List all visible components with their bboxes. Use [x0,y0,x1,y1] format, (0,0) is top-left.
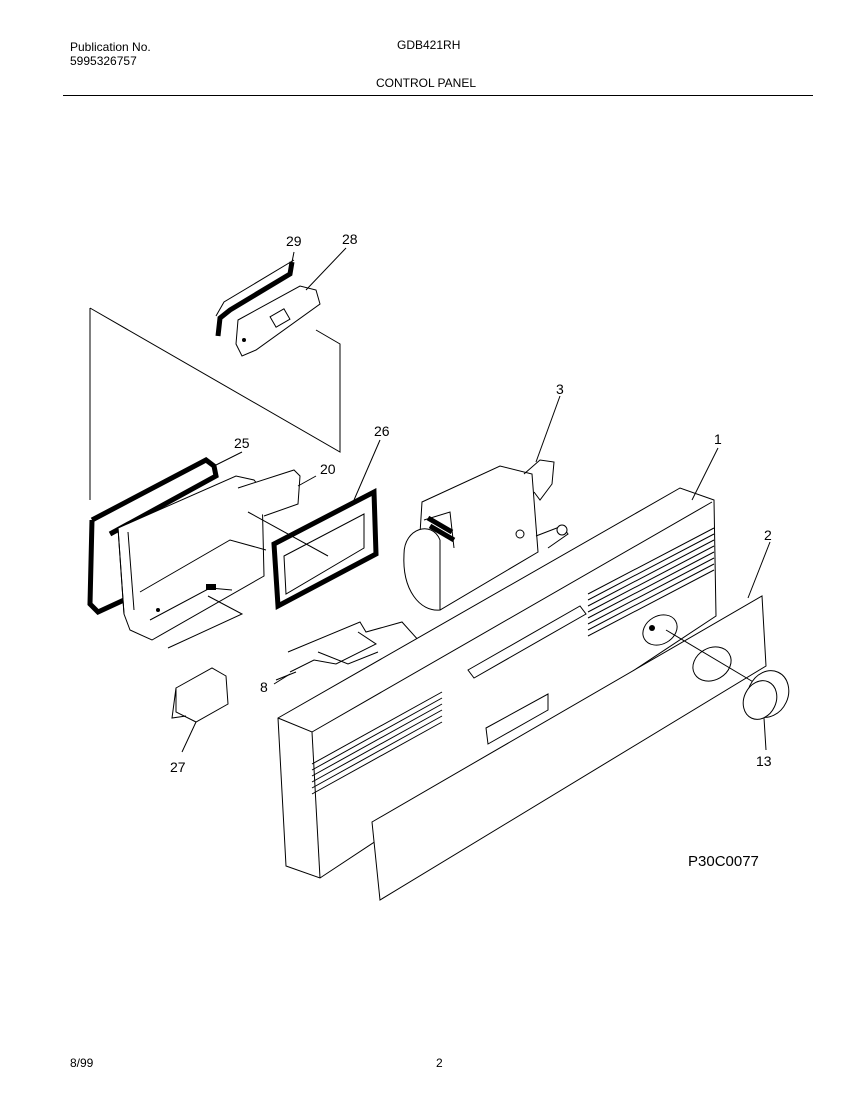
callout-3: 3 [556,381,564,397]
leader-lines [181,247,771,753]
header-rule [63,95,813,96]
projection-lines-upper [89,307,341,500]
callout-13: 13 [756,753,772,769]
callout-28: 28 [342,231,358,247]
publication-label: Publication No. [70,40,151,54]
part-1-fascia [277,487,717,879]
part-26-window [271,487,379,611]
part-2-overlay [371,595,767,901]
callout-1: 1 [714,431,722,447]
model-number: GDB421RH [397,38,461,52]
callout-25: 25 [234,435,250,451]
callout-27: 27 [170,759,186,775]
section-title: CONTROL PANEL [376,76,477,90]
part-27-switch [167,595,244,723]
part-13-knob [742,670,790,720]
callout-26: 26 [374,423,390,439]
part-3-timer [403,459,569,611]
drawing-code: P30C0077 [688,853,759,870]
part-28-bracket [235,285,321,357]
page-number: 2 [436,1056,443,1070]
callout-8: 8 [260,679,268,695]
callout-29: 29 [286,233,302,249]
callout-20: 20 [320,461,336,477]
footer-date: 8/99 [70,1056,94,1070]
part-29-gasket [215,259,295,337]
publication-number: 5995326757 [70,54,137,68]
callout-2: 2 [764,527,772,543]
